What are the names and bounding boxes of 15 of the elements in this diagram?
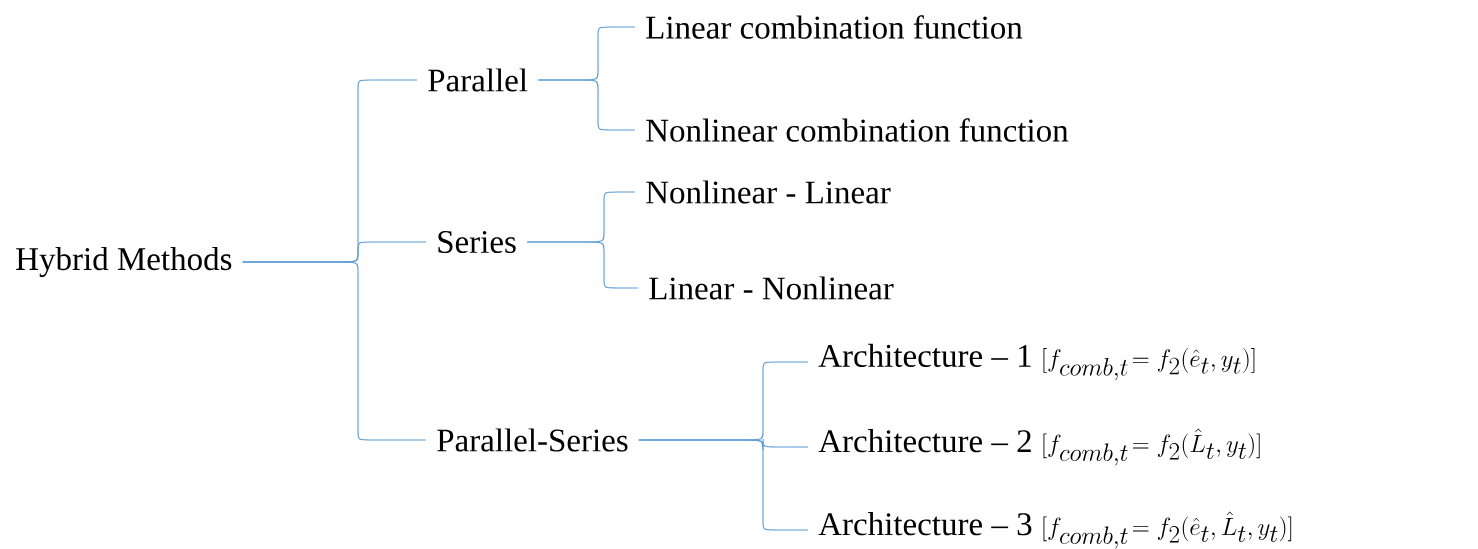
tree-label: Linear combination function (646, 15, 1023, 39)
tree-label: Architecture – 2 $[f_{comb,t}\!= f_2(\hat{L}_t, y_t)]$ (818, 428, 1260, 466)
tree-label: Linear - Nonlinear (649, 276, 894, 300)
tree-label: Hybrid Methods (16, 247, 232, 277)
bracket-connector (537, 79, 636, 131)
bracket-connector (526, 241, 639, 289)
tree-label: Parallel-Series (437, 428, 628, 452)
tree-label: Parallel (428, 68, 528, 92)
tree-label: Series (438, 230, 516, 254)
tree-label: Nonlinear - Linear (646, 180, 891, 204)
bracket-connector (242, 261, 427, 441)
tree-label: Architecture – 3 $[f_{comb,t}\!= f_2(\hat{e}_t, \hat{L}_t, y_t)]$ (818, 511, 1292, 549)
bracket-connector (638, 439, 809, 531)
tree-label: Architecture – 1 $[f_{comb,t}\!= f_2(\hat{e}_t, y_t)]$ (818, 343, 1255, 381)
tree-label: Nonlinear combination function (646, 118, 1069, 142)
